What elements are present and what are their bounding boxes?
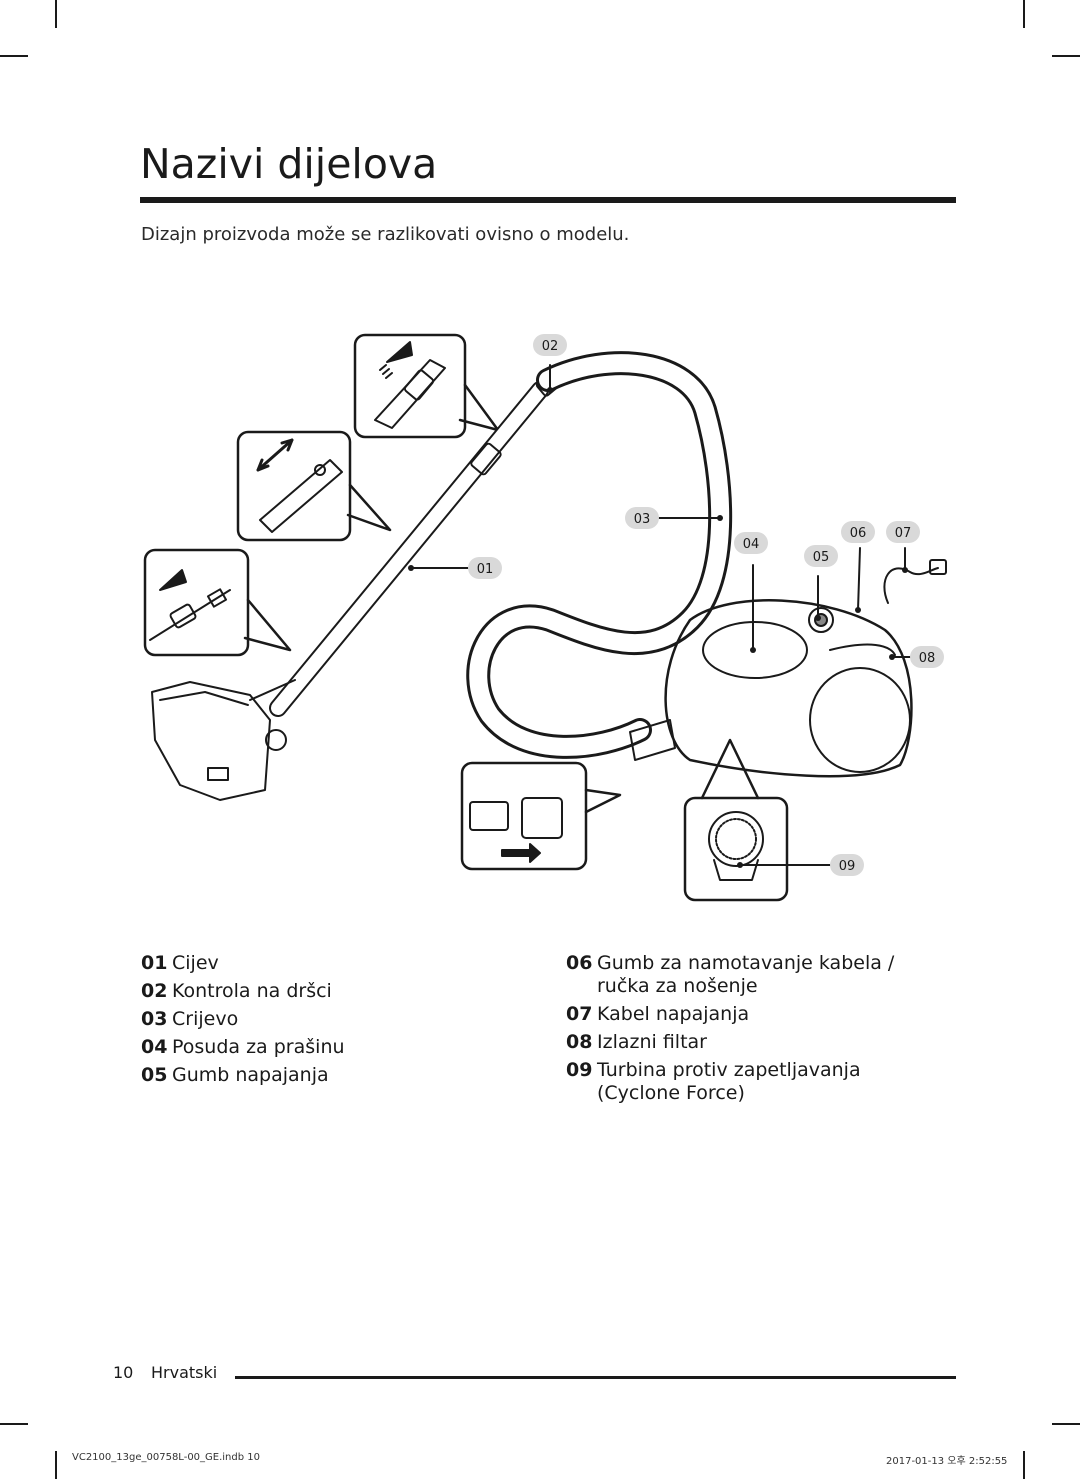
crop-mark	[0, 55, 28, 57]
callout-03: 03	[625, 507, 659, 529]
part-label: Turbina protiv zapetljavanja (Cyclone Fo…	[597, 1059, 861, 1104]
title-underline	[140, 197, 956, 203]
crop-mark	[1052, 55, 1080, 57]
callout-01: 01	[468, 557, 502, 579]
callout-08: 08	[910, 646, 944, 668]
callout-06: 06	[841, 521, 875, 543]
svg-text:01: 01	[477, 562, 494, 577]
callout-07: 07	[886, 521, 920, 543]
footer-rule	[235, 1376, 956, 1379]
crop-mark	[0, 1423, 28, 1425]
svg-text:04: 04	[743, 537, 760, 552]
page-number: 10	[113, 1363, 134, 1382]
crop-mark	[1052, 1423, 1080, 1425]
crop-mark	[55, 0, 57, 28]
vacuum-cleaner-diagram: 01 02 03 04 05 06 07 08 09	[143, 333, 947, 902]
inset-turbine-filter-icon	[683, 738, 789, 902]
crop-mark	[55, 1451, 57, 1479]
part-label: Cijev	[172, 952, 219, 974]
page-title: Nazivi dijelova	[140, 140, 438, 188]
part-number: 07	[566, 1003, 593, 1025]
part-label: Posuda za prašinu	[172, 1036, 345, 1058]
part-label: Gumb za namotavanje kabela / ručka za no…	[597, 952, 895, 997]
svg-text:06: 06	[850, 526, 867, 541]
part-label: Gumb napajanja	[172, 1064, 329, 1086]
crop-mark	[1023, 0, 1025, 28]
part-number: 04	[141, 1036, 168, 1058]
footer-language: Hrvatski	[151, 1363, 218, 1382]
part-label: Kabel napajanja	[597, 1003, 750, 1025]
callout-04: 04	[734, 532, 768, 554]
part-label: Kontrola na dršci	[172, 980, 332, 1002]
part-number: 08	[566, 1031, 593, 1053]
part-number: 06	[566, 952, 593, 974]
svg-text:02: 02	[542, 339, 559, 354]
part-number: 03	[141, 1008, 168, 1030]
callout-09: 09	[830, 854, 864, 876]
callout-05: 05	[804, 545, 838, 567]
part-number: 09	[566, 1059, 593, 1081]
callout-02: 02	[533, 334, 567, 356]
inset-tube-lock-icon	[143, 548, 292, 657]
inset-handle-control-icon	[353, 333, 500, 439]
svg-text:08: 08	[919, 651, 936, 666]
part-label: Crijevo	[172, 1008, 239, 1030]
print-slug-date: 2017-01-13 오후 2:52:55	[886, 1456, 1008, 1467]
svg-text:05: 05	[813, 550, 830, 565]
crop-mark	[1023, 1451, 1025, 1479]
inset-hose-connection-icon	[460, 761, 622, 871]
part-number: 02	[141, 980, 168, 1002]
part-number: 05	[141, 1064, 168, 1086]
svg-text:07: 07	[895, 526, 912, 541]
part-number: 01	[141, 952, 168, 974]
print-slug-file: VC2100_13ge_00758L-00_GE.indb 10	[72, 1452, 260, 1463]
svg-text:09: 09	[839, 859, 856, 874]
svg-text:03: 03	[634, 512, 651, 527]
page-subtitle: Dizajn proizvoda može se razlikovati ovi…	[141, 224, 630, 245]
part-label: Izlazni filtar	[597, 1031, 707, 1053]
inset-telescopic-tube-icon	[236, 430, 392, 542]
